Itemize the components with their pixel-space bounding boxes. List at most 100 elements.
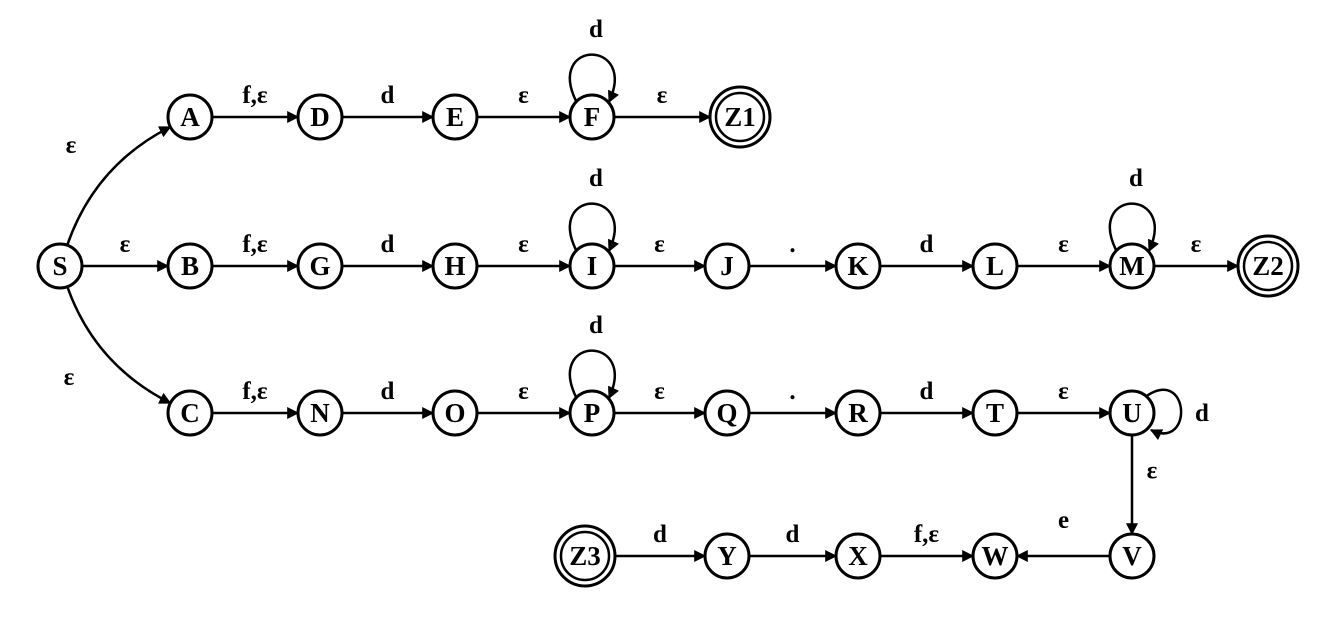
state-o-circle xyxy=(431,389,479,437)
state-a-label: A xyxy=(180,102,200,132)
state-b-circle xyxy=(166,242,214,290)
edge-d-to-e-label: d xyxy=(381,82,395,109)
state-u: U xyxy=(1108,389,1156,437)
state-l-label: L xyxy=(986,251,1004,281)
state-e: E xyxy=(431,93,479,141)
state-k: K xyxy=(834,242,882,290)
edge-s-to-a xyxy=(66,125,172,246)
edge-s-to-a-label: ε xyxy=(66,132,77,159)
state-i-circle xyxy=(568,242,616,290)
state-d-circle xyxy=(296,93,344,141)
edge-r-to-t-label: d xyxy=(920,378,934,405)
state-h-circle xyxy=(431,242,479,290)
state-d-label: D xyxy=(310,102,330,132)
state-x-label: X xyxy=(848,541,868,571)
state-n-circle xyxy=(296,389,344,437)
edge-p-to-q-label: ε xyxy=(654,378,665,405)
edge-a-to-d-label: f,ε xyxy=(242,82,268,109)
state-j-label: J xyxy=(720,251,734,281)
state-v-circle xyxy=(1108,532,1156,580)
state-n-label: N xyxy=(310,398,330,428)
state-r-label: R xyxy=(848,398,868,428)
state-c-label: C xyxy=(180,398,200,428)
edge-l-to-m-label: ε xyxy=(1058,231,1069,258)
state-p-circle xyxy=(568,389,616,437)
edge-i-to-i xyxy=(568,202,619,253)
state-g: G xyxy=(296,242,344,290)
edge-s-to-c xyxy=(66,286,172,405)
state-z2-label: Z2 xyxy=(1252,251,1284,281)
edge-i-to-j-label: ε xyxy=(654,231,665,258)
state-d: D xyxy=(296,93,344,141)
state-t-label: T xyxy=(986,398,1004,428)
state-y-circle xyxy=(703,532,751,580)
state-m-circle xyxy=(1108,242,1156,290)
state-l-circle xyxy=(971,242,1019,290)
edge-s-to-b-label: ε xyxy=(120,231,131,258)
edge-f-to-f xyxy=(568,53,619,104)
state-p-label: P xyxy=(584,398,601,428)
edge-o-to-p-label: ε xyxy=(518,378,529,405)
edge-c-to-n-label: f,ε xyxy=(242,378,268,405)
edge-n-to-o-label: d xyxy=(381,378,395,405)
state-q-circle xyxy=(703,389,751,437)
edge-u-to-u-label: d xyxy=(1195,400,1209,427)
edge-b-to-g-label: f,ε xyxy=(242,231,268,258)
state-i: I xyxy=(568,242,616,290)
state-z2-inner-ring xyxy=(1242,240,1294,292)
edge-x-to-w-label: f,ε xyxy=(914,521,940,548)
state-v-label: V xyxy=(1122,541,1142,571)
edge-p-to-p-label: d xyxy=(589,312,603,339)
state-f-label: F xyxy=(584,102,601,132)
state-o-label: O xyxy=(444,398,465,428)
state-w-circle xyxy=(971,532,1019,580)
state-t-circle xyxy=(971,389,1019,437)
edge-q-to-r-label: . xyxy=(789,378,795,405)
edge-u-to-v-label: ε xyxy=(1147,458,1158,485)
state-n: N xyxy=(296,389,344,437)
edge-e-to-f-label: ε xyxy=(518,82,529,109)
edges-layer xyxy=(66,53,1240,562)
state-w: W xyxy=(971,532,1019,580)
edge-v-to-w-label: e xyxy=(1058,507,1069,534)
state-q-label: Q xyxy=(716,398,737,428)
edge-m-to-z2-label: ε xyxy=(1191,231,1202,258)
edge-y-to-x-label: d xyxy=(786,521,800,548)
state-u-label: U xyxy=(1122,398,1142,428)
state-g-label: G xyxy=(309,251,330,281)
state-b-label: B xyxy=(181,251,199,281)
state-r-circle xyxy=(834,389,882,437)
state-z2-outer-ring xyxy=(1236,234,1300,298)
edge-m-to-m-label: d xyxy=(1129,165,1143,192)
edge-u-to-u xyxy=(1144,388,1183,441)
state-g-circle xyxy=(296,242,344,290)
state-y: Y xyxy=(703,532,751,580)
state-a: A xyxy=(166,93,214,141)
state-m: M xyxy=(1108,242,1156,290)
state-f: F xyxy=(568,93,616,141)
state-o: O xyxy=(431,389,479,437)
state-s-label: S xyxy=(52,251,67,281)
edge-t-to-u-label: ε xyxy=(1058,378,1069,405)
state-e-circle xyxy=(431,93,479,141)
state-l: L xyxy=(971,242,1019,290)
edge-j-to-k-label: . xyxy=(789,231,795,258)
state-z3-outer-ring xyxy=(553,524,617,588)
state-j: J xyxy=(703,242,751,290)
state-v: V xyxy=(1108,532,1156,580)
edge-f-to-f-label: d xyxy=(589,16,603,43)
state-m-label: M xyxy=(1119,251,1144,281)
state-j-circle xyxy=(703,242,751,290)
state-z3: Z3 xyxy=(553,524,617,588)
state-z2: Z2 xyxy=(1236,234,1300,298)
state-r: R xyxy=(834,389,882,437)
edge-f-to-z1-label: ε xyxy=(657,82,668,109)
state-a-circle xyxy=(166,93,214,141)
state-y-label: Y xyxy=(717,541,737,571)
state-w-label: W xyxy=(982,541,1009,571)
state-c: C xyxy=(166,389,214,437)
state-x-circle xyxy=(834,532,882,580)
